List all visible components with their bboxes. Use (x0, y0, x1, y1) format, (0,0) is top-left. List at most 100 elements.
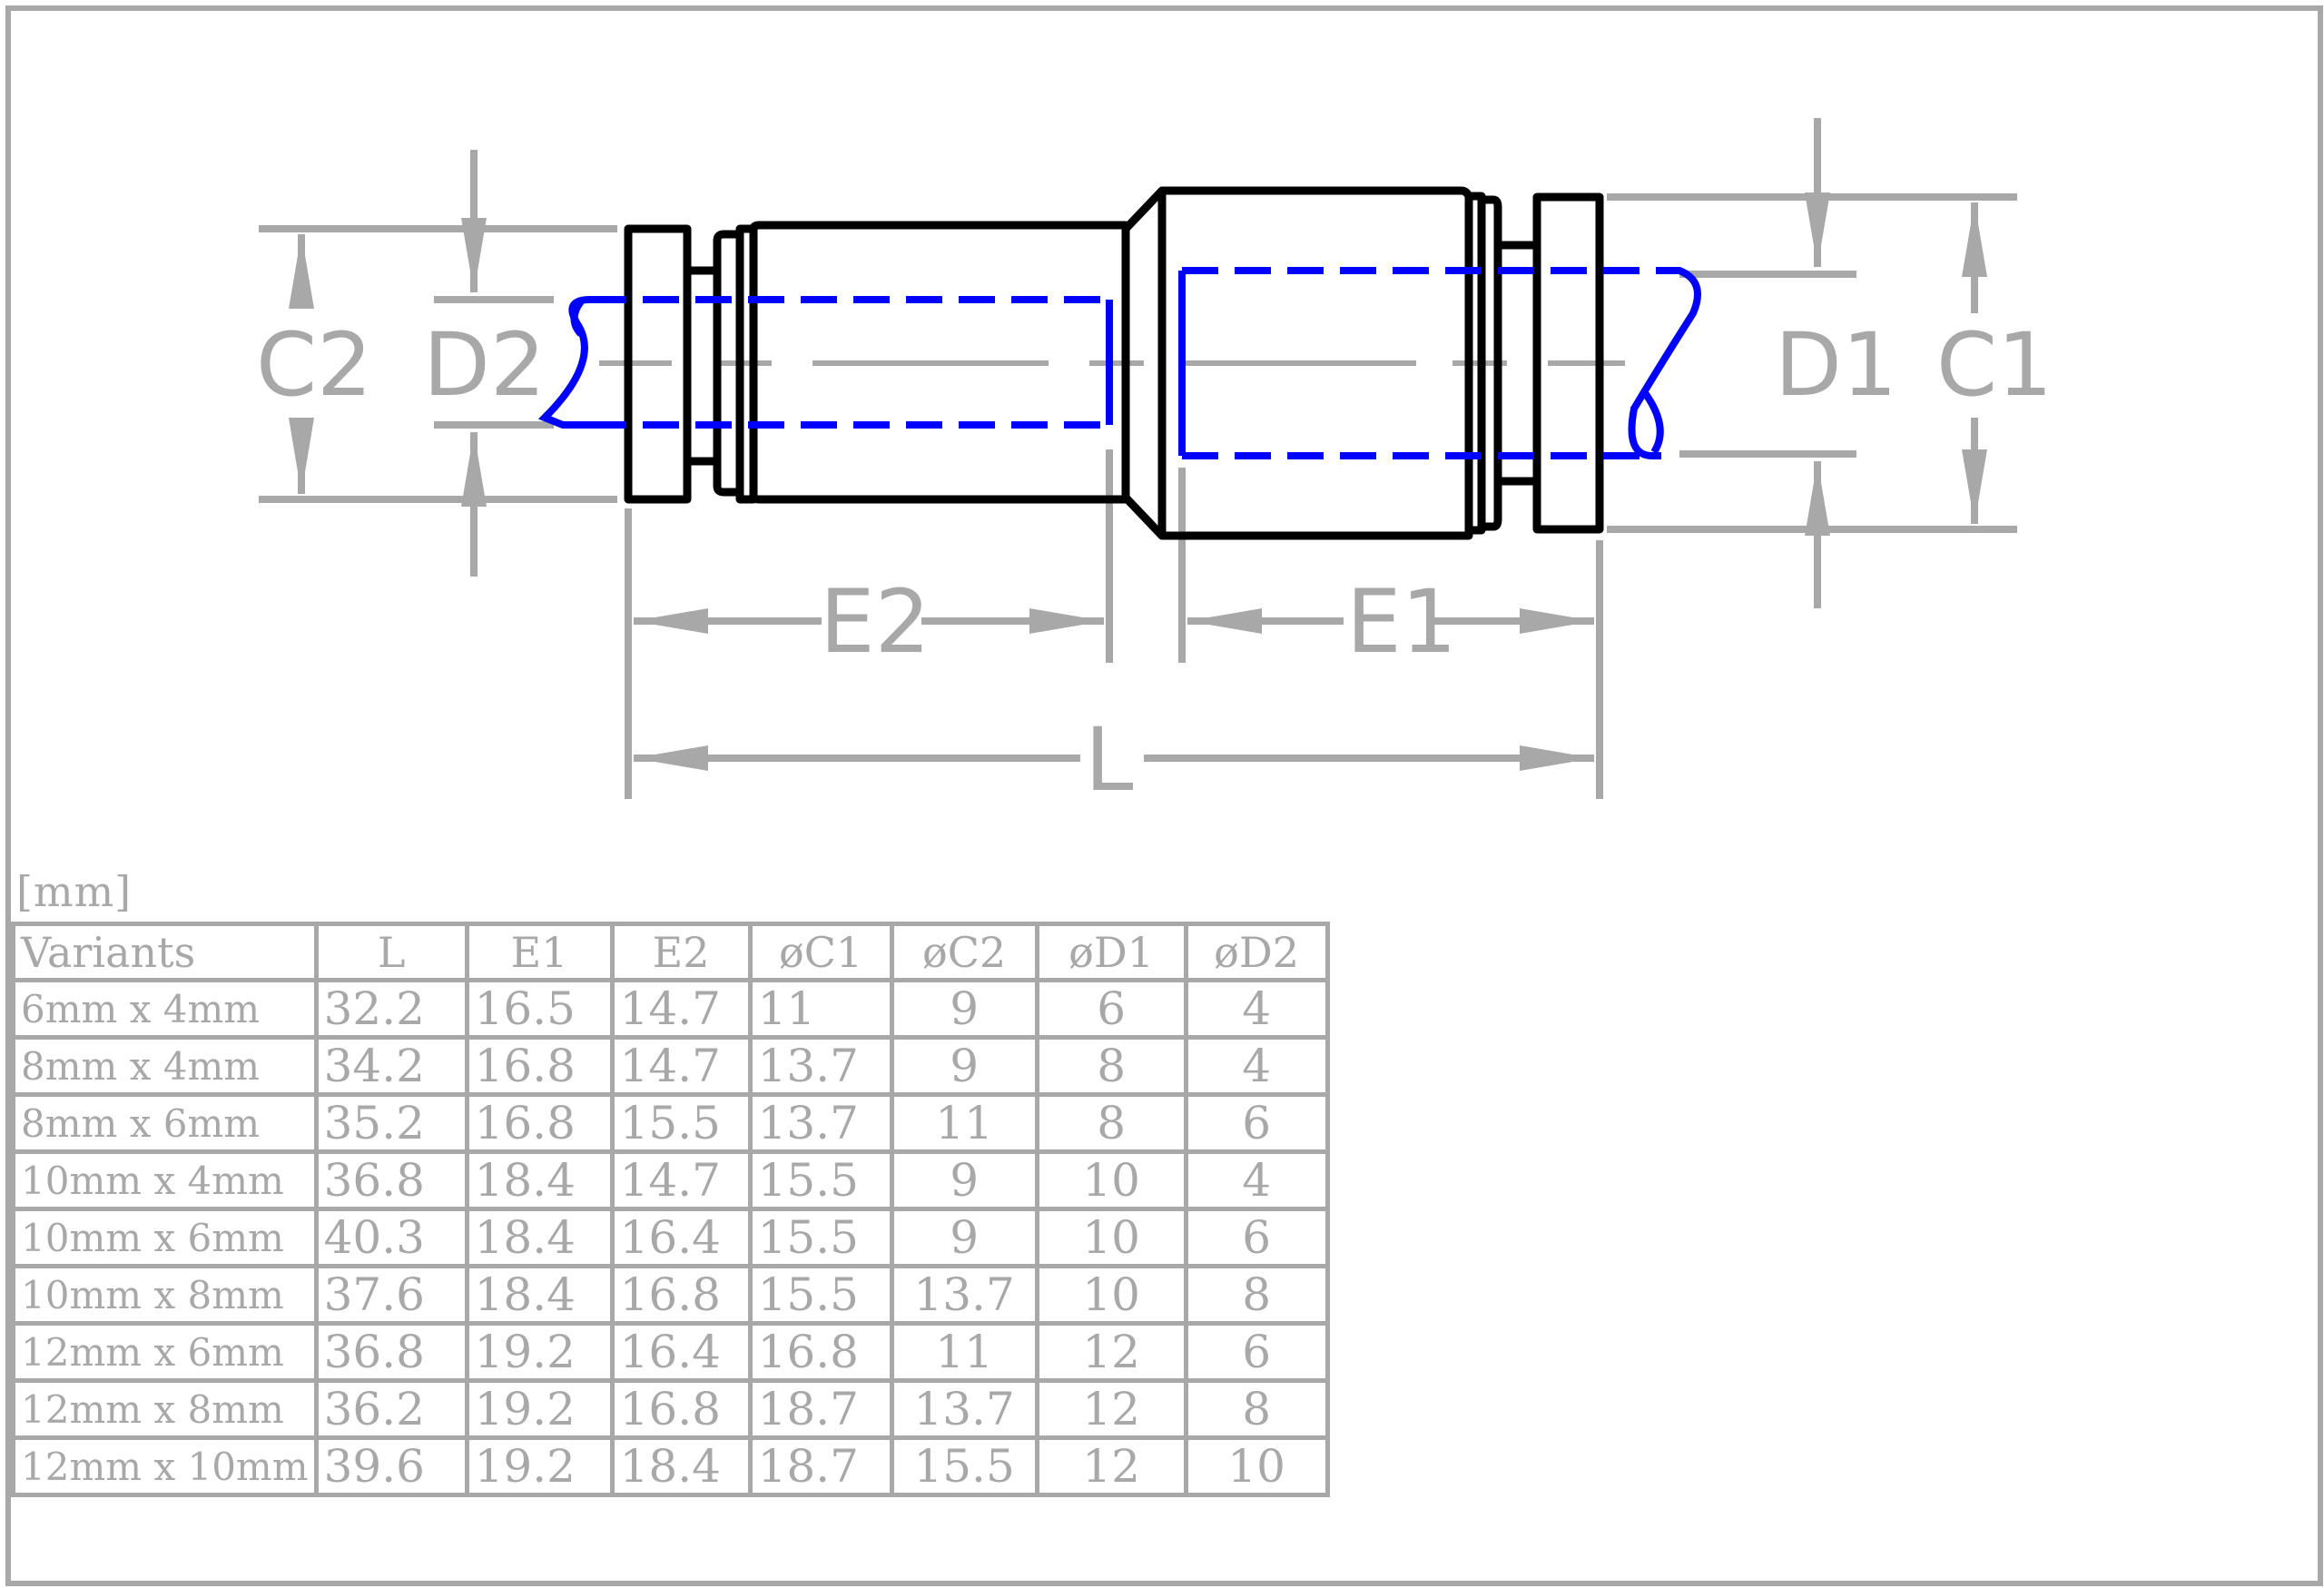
header-l: L (313, 922, 469, 982)
value-cell: 16.5 (464, 978, 615, 1040)
fitting-body (624, 186, 1604, 540)
value-cell: 40.3 (313, 1207, 469, 1268)
variant-cell: 8mm x 4mm (11, 1035, 319, 1097)
value-cell: 12 (1034, 1435, 1188, 1497)
table-header-row: Variants L E1 E2 øC1 øC2 øD1 øD2 (11, 922, 1330, 982)
variant-cell: 12mm x 8mm (11, 1378, 319, 1440)
value-cell: 4 (1183, 978, 1330, 1040)
value-cell: 10 (1183, 1435, 1330, 1497)
value-cell: 35.2 (313, 1092, 469, 1154)
value-cell: 37.6 (313, 1264, 469, 1326)
value-cell: 16.8 (464, 1092, 615, 1154)
value-cell: 15.5 (889, 1435, 1039, 1497)
dim-label-e1: E1 (1346, 571, 1457, 673)
value-cell: 14.7 (609, 1149, 753, 1211)
value-cell: 18.4 (464, 1207, 615, 1268)
variant-cell: 12mm x 10mm (11, 1435, 319, 1497)
dim-label-l: L (1085, 709, 1133, 811)
header-d2: øD2 (1183, 922, 1330, 982)
header-e1: E1 (464, 922, 615, 982)
value-cell: 16.4 (609, 1321, 753, 1383)
value-cell: 34.2 (313, 1035, 469, 1097)
dim-label-e2: E2 (820, 571, 931, 673)
value-cell: 8 (1183, 1378, 1330, 1440)
value-cell: 13.7 (747, 1035, 894, 1097)
value-cell: 6 (1183, 1321, 1330, 1383)
header-d1: øD1 (1034, 922, 1188, 982)
value-cell: 32.2 (313, 978, 469, 1040)
value-cell: 12 (1034, 1378, 1188, 1440)
value-cell: 12 (1034, 1321, 1188, 1383)
value-cell: 36.2 (313, 1378, 469, 1440)
tubes (537, 267, 1701, 459)
variant-cell: 10mm x 6mm (11, 1207, 319, 1268)
value-cell: 13.7 (889, 1378, 1039, 1440)
value-cell: 16.4 (609, 1207, 753, 1268)
value-cell: 18.7 (747, 1378, 894, 1440)
dimension-arrows (289, 192, 1987, 771)
variant-cell: 12mm x 6mm (11, 1321, 319, 1383)
value-cell: 4 (1183, 1149, 1330, 1211)
value-cell: 18.7 (747, 1435, 894, 1497)
variant-cell: 6mm x 4mm (11, 978, 319, 1040)
value-cell: 13.7 (889, 1264, 1039, 1326)
value-cell: 16.8 (609, 1378, 753, 1440)
value-cell: 15.5 (747, 1207, 894, 1268)
value-cell: 14.7 (609, 1035, 753, 1097)
dim-label-c2: C2 (256, 314, 372, 416)
value-cell: 10 (1034, 1207, 1188, 1268)
value-cell: 15.5 (747, 1264, 894, 1326)
value-cell: 15.5 (747, 1149, 894, 1211)
value-cell: 11 (747, 978, 894, 1040)
value-cell: 36.8 (313, 1321, 469, 1383)
value-cell: 19.2 (464, 1378, 615, 1440)
variant-cell: 10mm x 4mm (11, 1149, 319, 1211)
value-cell: 8 (1034, 1035, 1188, 1097)
value-cell: 13.7 (747, 1092, 894, 1154)
value-cell: 11 (889, 1092, 1039, 1154)
dim-label-d2: D2 (423, 314, 546, 416)
value-cell: 8 (1183, 1264, 1330, 1326)
value-cell: 6 (1183, 1092, 1330, 1154)
value-cell: 10 (1034, 1264, 1188, 1326)
value-cell: 9 (889, 978, 1039, 1040)
value-cell: 6 (1183, 1207, 1330, 1268)
value-cell: 11 (889, 1321, 1039, 1383)
value-cell: 36.8 (313, 1149, 469, 1211)
header-c2: øC2 (889, 922, 1039, 982)
value-cell: 14.7 (609, 978, 753, 1040)
variant-cell: 10mm x 8mm (11, 1264, 319, 1326)
dim-label-d1: D1 (1775, 314, 1897, 416)
value-cell: 15.5 (609, 1092, 753, 1154)
value-cell: 9 (889, 1035, 1039, 1097)
drawing-frame (5, 5, 2323, 1586)
header-c1: øC1 (747, 922, 894, 982)
value-cell: 10 (1034, 1149, 1188, 1211)
value-cell: 18.4 (609, 1435, 753, 1497)
value-cell: 16.8 (464, 1035, 615, 1097)
dim-label-c1: C1 (1936, 314, 2053, 416)
value-cell: 19.2 (464, 1435, 615, 1497)
value-cell: 19.2 (464, 1321, 615, 1383)
value-cell: 6 (1034, 978, 1188, 1040)
value-cell: 4 (1183, 1035, 1330, 1097)
value-cell: 39.6 (313, 1435, 469, 1497)
dimension-table: Variants L E1 E2 øC1 øC2 øD1 øD2 6mm x 4… (11, 922, 1330, 1497)
value-cell: 8 (1034, 1092, 1188, 1154)
value-cell: 9 (889, 1207, 1039, 1268)
value-cell: 18.4 (464, 1264, 615, 1326)
variant-cell: 8mm x 6mm (11, 1092, 319, 1154)
value-cell: 9 (889, 1149, 1039, 1211)
header-variants: Variants (11, 922, 319, 982)
unit-label: [mm] (16, 867, 133, 916)
value-cell: 16.8 (609, 1264, 753, 1326)
